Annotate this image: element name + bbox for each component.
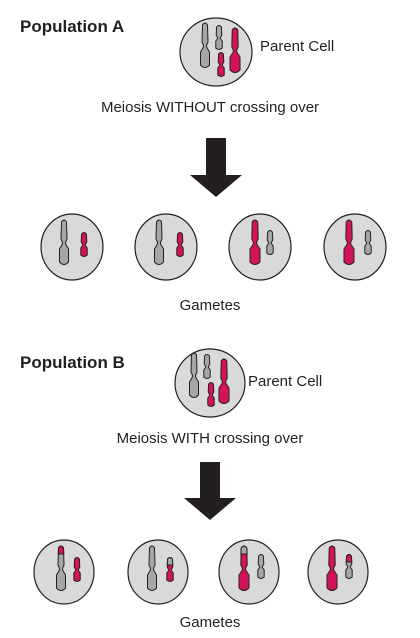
population-a-gametes-label: Gametes xyxy=(179,297,241,314)
population-a-process-label: Meiosis WITHOUT crossing over xyxy=(100,99,320,116)
population-a-gamete-2 xyxy=(134,213,198,281)
population-b-heading: Population B xyxy=(20,353,125,372)
population-a-gamete-4 xyxy=(323,213,387,281)
crossover-segment-gray xyxy=(166,557,174,566)
population-b-gametes-label: Gametes xyxy=(179,614,241,631)
population-a-parent-cell xyxy=(179,17,253,87)
population-b-arrow xyxy=(184,462,236,520)
population-b-gamete-4 xyxy=(307,539,369,605)
population-b-parent-cell-label: Parent Cell xyxy=(248,373,323,390)
population-a-gamete-3 xyxy=(228,213,292,281)
population-b-process-label: Meiosis WITH crossing over xyxy=(116,430,304,447)
population-b-gamete-1 xyxy=(33,539,95,605)
population-a-gamete-1 xyxy=(40,213,104,281)
population-b-gamete-3 xyxy=(218,539,280,605)
population-b-gamete-2 xyxy=(127,539,189,605)
population-a-arrow xyxy=(190,138,242,197)
population-a-heading: Population A xyxy=(20,17,125,36)
population-b-parent-cell xyxy=(174,348,246,418)
crossover-segment-gray xyxy=(240,545,248,555)
crossover-segment-red xyxy=(57,545,65,555)
crossover-segment-red xyxy=(345,554,353,563)
population-a-parent-cell-label: Parent Cell xyxy=(260,38,335,55)
